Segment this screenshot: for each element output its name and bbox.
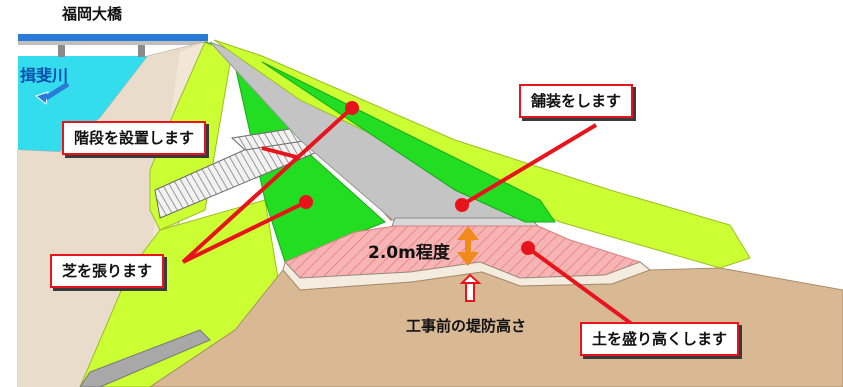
river-label: 揖斐川 bbox=[20, 66, 69, 85]
height-arrow bbox=[457, 226, 479, 266]
bridge-label: 福岡大橋 bbox=[62, 5, 123, 23]
callout-lines bbox=[181, 106, 642, 332]
callout-soil: 土を盛り高くします bbox=[580, 322, 740, 356]
callout-stairs: 階段を設置します bbox=[62, 121, 207, 155]
before-height-label: 工事前の堤防高さ bbox=[406, 317, 527, 335]
pavement-edge bbox=[391, 217, 540, 227]
before-level-arrow bbox=[459, 273, 482, 302]
callout-turf: 芝を張ります bbox=[50, 254, 165, 288]
grass-land-side-inner bbox=[261, 61, 556, 223]
retaining-wall bbox=[79, 329, 211, 387]
callout-pavement: 舗装をします bbox=[519, 84, 634, 118]
river-area bbox=[18, 56, 148, 152]
height-label: 2.0m程度 bbox=[368, 243, 450, 263]
callout-dots bbox=[299, 101, 535, 255]
land-area bbox=[149, 267, 843, 387]
river-flow-arrow bbox=[34, 81, 70, 105]
bridge bbox=[18, 34, 208, 57]
